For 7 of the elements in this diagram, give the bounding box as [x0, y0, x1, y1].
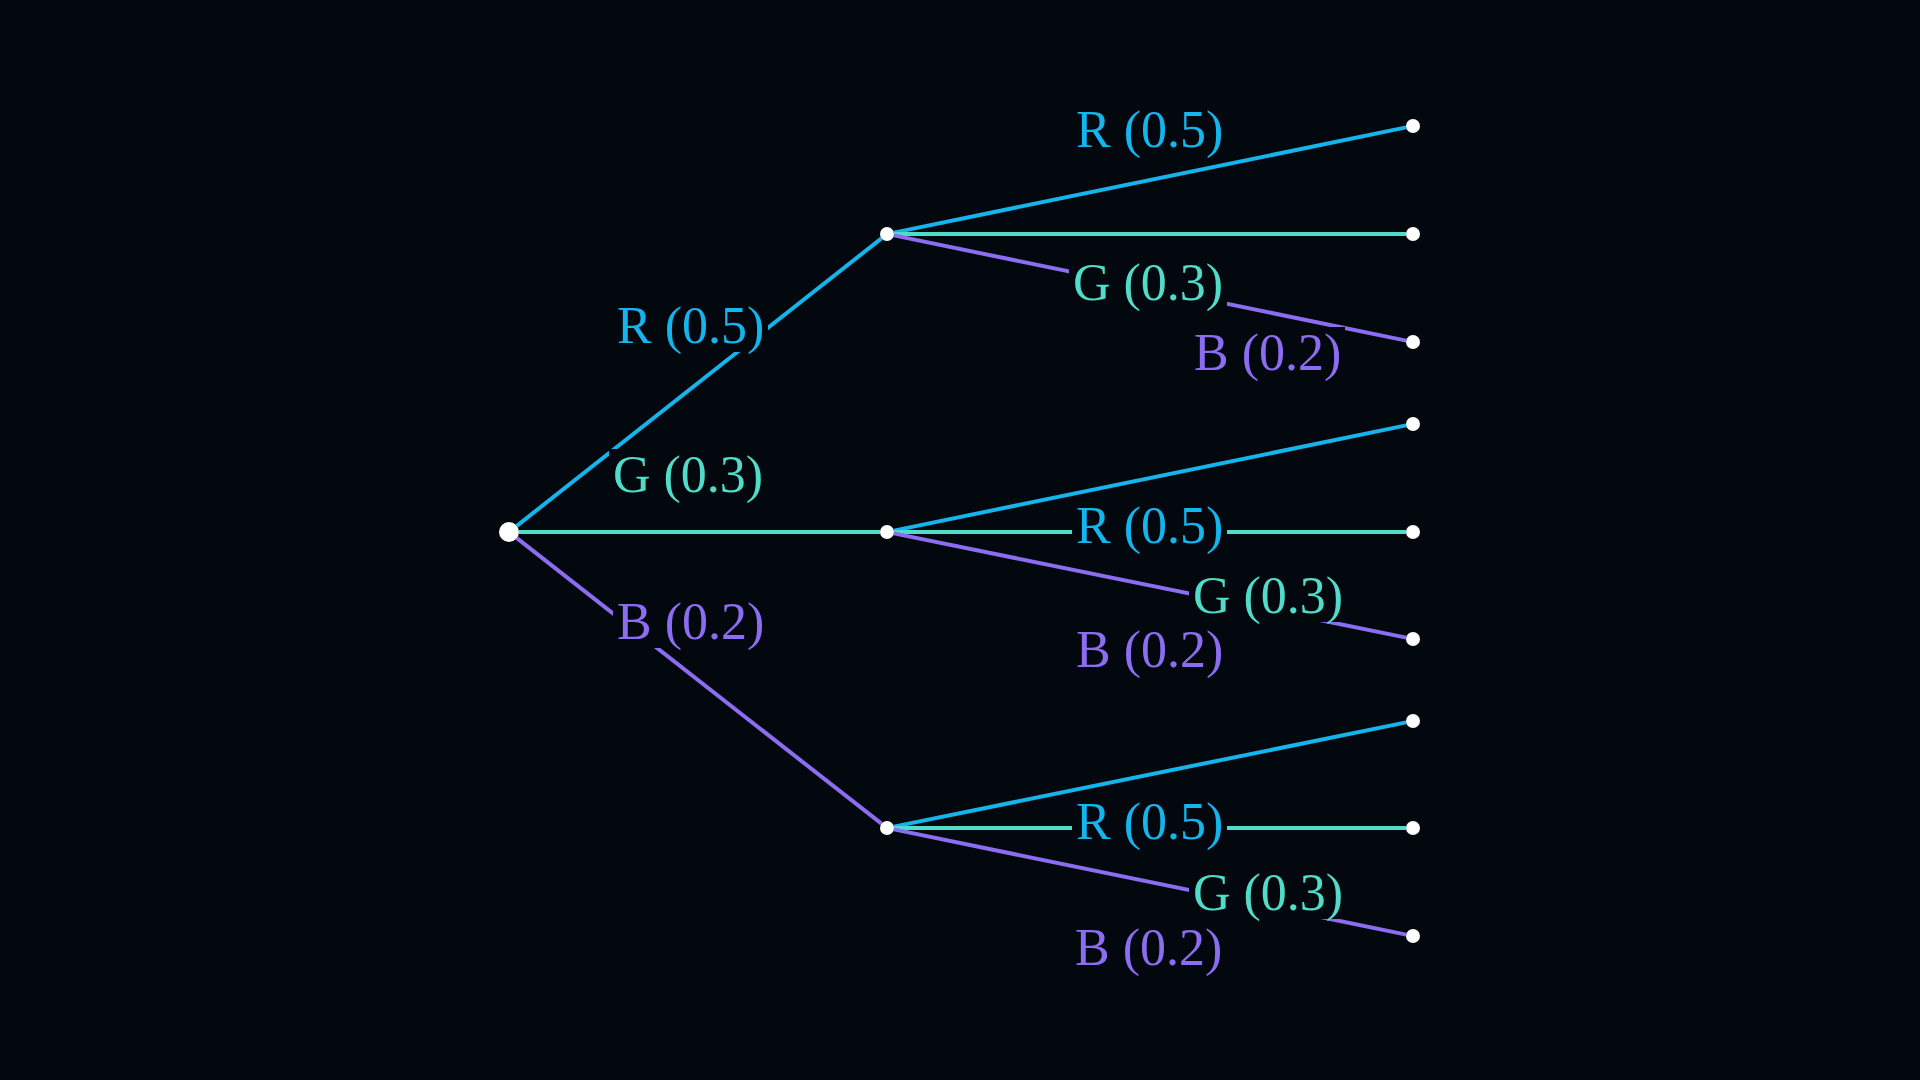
branch-line — [893, 720, 1407, 829]
branch-line — [515, 236, 883, 528]
branch-line — [519, 530, 880, 534]
branch-line — [893, 423, 1407, 533]
branch-line — [894, 232, 1406, 236]
branch-line — [515, 536, 883, 826]
branch-line — [893, 125, 1407, 235]
